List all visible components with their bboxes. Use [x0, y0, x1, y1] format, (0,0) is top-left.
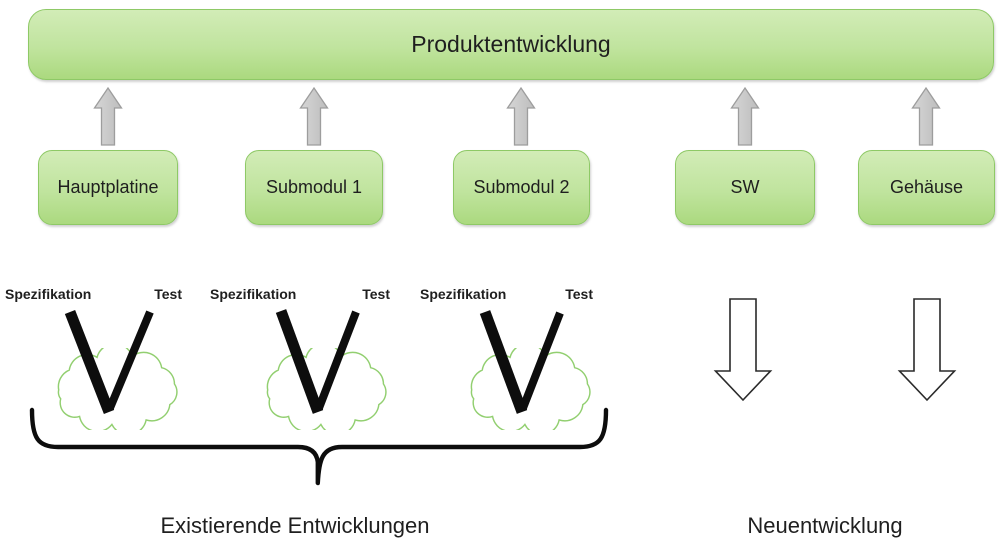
spezifikation-label: Spezifikation	[210, 285, 297, 302]
module-label: Submodul 1	[265, 177, 363, 197]
module-box-submodul-1: Submodul 1	[245, 150, 383, 225]
down-arrow-icon	[897, 298, 957, 402]
module-box-gehaeuse: Gehäuse	[858, 150, 995, 225]
test-label: Test	[154, 285, 182, 302]
brace-shape	[29, 407, 609, 486]
up-arrow-icon	[911, 86, 941, 146]
module-box-submodul-2: Submodul 2	[453, 150, 590, 225]
down-arrow-icon	[713, 298, 773, 402]
new-development-caption: Neuentwicklung	[700, 511, 950, 541]
test-label: Test	[565, 285, 593, 302]
module-label: Hauptplatine	[57, 177, 159, 197]
v-model-shape	[479, 310, 564, 414]
module-box-sw: SW	[675, 150, 815, 225]
product-development-bar: Produktentwicklung	[28, 9, 994, 80]
module-box-hauptplatine: Hauptplatine	[38, 150, 178, 225]
module-label: Submodul 2	[473, 177, 570, 197]
vmodel-labels-1: Spezifikation Test	[5, 285, 182, 302]
page-title: Produktentwicklung	[411, 31, 611, 57]
vmodel-labels-2: Spezifikation Test	[210, 285, 390, 302]
up-arrow-icon	[93, 86, 123, 146]
vmodel-labels-3: Spezifikation Test	[420, 285, 593, 302]
module-label: Gehäuse	[889, 177, 964, 197]
caption-text: Existierende Entwicklungen	[160, 513, 430, 538]
up-arrow-icon	[506, 86, 536, 146]
existing-developments-caption: Existierende Entwicklungen	[100, 511, 490, 541]
v-model-shape	[275, 309, 360, 414]
v-model-shape	[64, 310, 154, 414]
caption-text: Neuentwicklung	[747, 513, 903, 538]
up-arrow-icon	[730, 86, 760, 146]
spezifikation-label: Spezifikation	[5, 285, 92, 302]
test-label: Test	[362, 285, 390, 302]
spezifikation-label: Spezifikation	[420, 285, 507, 302]
up-arrow-icon	[299, 86, 329, 146]
module-label: SW	[730, 177, 760, 197]
